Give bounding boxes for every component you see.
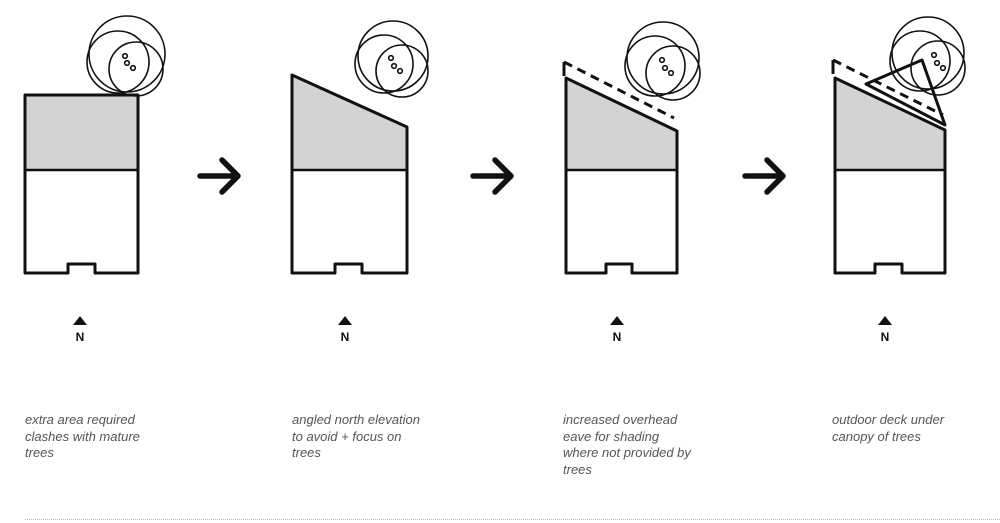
step-4-building-outline: [833, 76, 947, 275]
step-3-north-arrow-icon: [610, 316, 624, 325]
step-2-north-label: N: [341, 330, 350, 344]
step-2-caption: angled north elevation to avoid + focus …: [292, 412, 420, 460]
step-4-north-arrow-icon: [878, 316, 892, 325]
step-4-deck-outline: [864, 58, 947, 127]
step-3-tree-canopy-icon: [624, 21, 701, 101]
step-1-caption: extra area required clashes with mature …: [25, 412, 140, 460]
step-3-plan: N: [562, 21, 701, 344]
step-2-north-arrow-icon: [338, 316, 352, 325]
step-1-building-outline: [23, 93, 140, 275]
step-2-shaded-area: [292, 75, 407, 170]
step-1-tree-canopy-icon: [86, 15, 166, 97]
step-4-north-label: N: [881, 330, 890, 344]
right-arrow-icon-2: [470, 157, 514, 195]
step-3-shaded-area: [566, 78, 677, 170]
step-3-eave-dashed-line: [563, 60, 675, 120]
step-3-north-label: N: [613, 330, 622, 344]
step-1-north-label: N: [76, 330, 85, 344]
step-4-eave-dashed-line: [832, 58, 944, 117]
right-arrow-icon-1: [197, 157, 241, 195]
step-3-building-outline: [564, 76, 679, 275]
step-2-building-outline: [290, 73, 409, 275]
bottom-divider: [25, 519, 1000, 520]
step-3-caption: increased overhead eave for shading wher…: [563, 412, 691, 477]
step-4-caption: outdoor deck under canopy of trees: [832, 412, 945, 444]
step-2-tree-canopy-icon: [354, 20, 429, 98]
step-1-shaded-area: [25, 95, 138, 170]
step-1-plan: N: [23, 15, 166, 344]
step-4-plan: N: [831, 16, 966, 344]
right-arrow-icon-3: [742, 157, 786, 195]
step-2-plan: N: [290, 20, 429, 344]
step-1-north-arrow-icon: [73, 316, 87, 325]
step-4-shaded-area: [835, 78, 945, 170]
step-4-tree-canopy-icon: [889, 16, 966, 96]
